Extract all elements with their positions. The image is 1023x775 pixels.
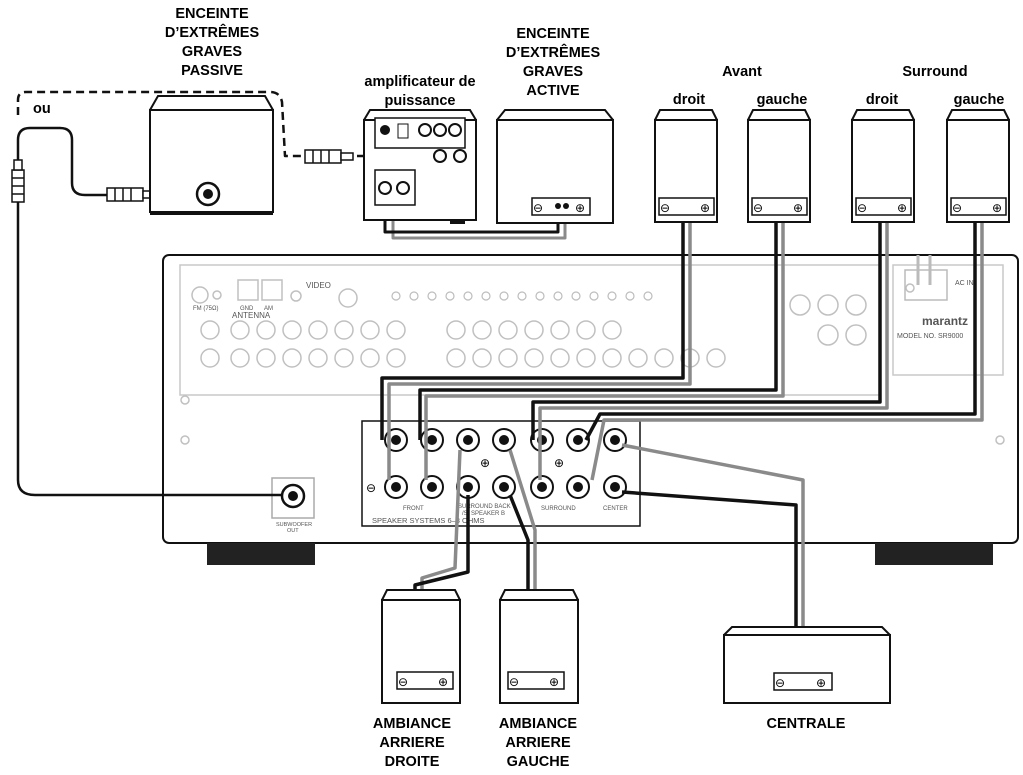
- svg-text:⊕: ⊕: [992, 201, 1002, 215]
- svg-text:GAUCHE: GAUCHE: [507, 754, 570, 770]
- svg-text:ACTIVE: ACTIVE: [526, 83, 580, 99]
- svg-text:⊖: ⊖: [857, 201, 867, 215]
- model-label: MODEL NO. SR9000: [897, 333, 963, 340]
- subwoofer-out-label-2: OUT: [287, 528, 299, 534]
- plus-sign: ⊕: [480, 456, 490, 470]
- fm-label: FM (75Ω): [193, 306, 219, 312]
- svg-text:ARRIERE: ARRIERE: [505, 735, 571, 751]
- front-right-label: droit: [673, 92, 705, 108]
- svg-text:⊕: ⊕: [575, 201, 585, 215]
- subwoofer-out-jack: SUBWOOFER OUT: [271, 477, 315, 534]
- svg-text:amplificateur de: amplificateur de: [364, 74, 475, 90]
- speaker-system-label: SPEAKER SYSTEMS 6–8 OHMS: [372, 516, 485, 525]
- svg-text:AMBIANCE: AMBIANCE: [499, 716, 577, 732]
- power-amp-label: amplificateur de puissance: [364, 74, 475, 109]
- surround-group-label: Surround: [902, 64, 967, 80]
- surround-left-label: gauche: [954, 92, 1005, 108]
- svg-text:D’EXTRÊMES: D’EXTRÊMES: [506, 43, 601, 61]
- center-terminal-label: CENTER: [603, 506, 628, 512]
- svg-text:⊖: ⊖: [509, 675, 519, 689]
- speaker-surround-left: ⊖ ⊕: [946, 109, 1010, 223]
- passive-subwoofer: [149, 95, 274, 215]
- minus-sign: ⊖: [366, 481, 376, 495]
- speaker-front-left: ⊖ ⊕: [747, 109, 811, 223]
- front-terminal-label: FRONT: [403, 506, 424, 512]
- speaker-front-right: ⊖ ⊕: [654, 109, 718, 223]
- svg-text:⊕: ⊕: [897, 201, 907, 215]
- svg-text:D’EXTRÊMES: D’EXTRÊMES: [165, 23, 260, 41]
- svg-text:⊖: ⊖: [660, 201, 670, 215]
- svg-text:puissance: puissance: [385, 93, 456, 109]
- antenna-label: ANTENNA: [232, 311, 271, 320]
- ac-inlet: [904, 269, 948, 301]
- or-label: ou: [33, 101, 51, 117]
- svg-text:GRAVES: GRAVES: [523, 64, 583, 80]
- svg-text:⊖: ⊖: [775, 676, 785, 690]
- svg-text:DROITE: DROITE: [385, 754, 440, 770]
- rca-plugs: [11, 149, 354, 203]
- svg-text:⊖: ⊖: [753, 201, 763, 215]
- brand-logo: marantz: [922, 314, 968, 328]
- passive-sub-label: ENCEINTE D’EXTRÊMES GRAVES PASSIVE: [165, 6, 260, 79]
- speaker-center: ⊖ ⊕: [723, 626, 891, 704]
- svg-text:AMBIANCE: AMBIANCE: [373, 716, 451, 732]
- back-right-label: AMBIANCE ARRIERE DROITE: [373, 716, 451, 770]
- active-sub-label: ENCEINTE D’EXTRÊMES GRAVES ACTIVE: [506, 26, 601, 99]
- svg-text:ARRIERE: ARRIERE: [379, 735, 445, 751]
- gnd-label: GND: [240, 306, 254, 312]
- svg-text:⊕: ⊕: [793, 201, 803, 215]
- svg-text:ENCEINTE: ENCEINTE: [175, 6, 249, 22]
- svg-text:⊖: ⊖: [952, 201, 962, 215]
- speaker-surround-right: ⊖ ⊕: [851, 109, 915, 223]
- svg-text:ENCEINTE: ENCEINTE: [516, 26, 590, 42]
- front-group-label: Avant: [722, 64, 762, 80]
- svg-text:⊕: ⊕: [549, 675, 559, 689]
- active-subwoofer: ⊖ ⊕: [496, 109, 614, 224]
- power-amplifier: [363, 109, 477, 224]
- front-left-label: gauche: [757, 92, 808, 108]
- ac-label: AC IN: [955, 280, 974, 287]
- subwoofer-out-label-1: SUBWOOFER: [276, 522, 312, 528]
- speaker-back-left: ⊖ ⊕: [499, 589, 579, 704]
- surround-right-label: droit: [866, 92, 898, 108]
- input-jack-rows: [180, 279, 1005, 445]
- center-label: CENTRALE: [767, 716, 846, 732]
- back-left-label: AMBIANCE ARRIERE GAUCHE: [499, 716, 577, 770]
- svg-text:⊖: ⊖: [398, 675, 408, 689]
- svg-text:PASSIVE: PASSIVE: [181, 63, 243, 79]
- svg-text:⊕: ⊕: [700, 201, 710, 215]
- speaker-terminal-block: ⊖ ⊕ ⊕ FRONT SURROUND BACK /S. SPEAKER B …: [361, 420, 641, 527]
- surround-terminal-label: SURROUND: [541, 506, 576, 512]
- plus-sign-2: ⊕: [554, 456, 564, 470]
- svg-text:⊖: ⊖: [533, 201, 543, 215]
- svg-text:GRAVES: GRAVES: [182, 44, 242, 60]
- svg-text:⊕: ⊕: [816, 676, 826, 690]
- surround-back-label-1: SURROUND BACK: [458, 504, 511, 510]
- receiver: ANTENNA FM (75Ω) GND AM VIDEO marantz MO…: [162, 254, 1019, 565]
- speaker-back-right: ⊖ ⊕: [381, 589, 461, 704]
- video-label: VIDEO: [306, 281, 331, 290]
- svg-text:⊕: ⊕: [438, 675, 448, 689]
- surround-back-label-2: /S. SPEAKER B: [462, 511, 505, 517]
- am-label: AM: [264, 306, 273, 312]
